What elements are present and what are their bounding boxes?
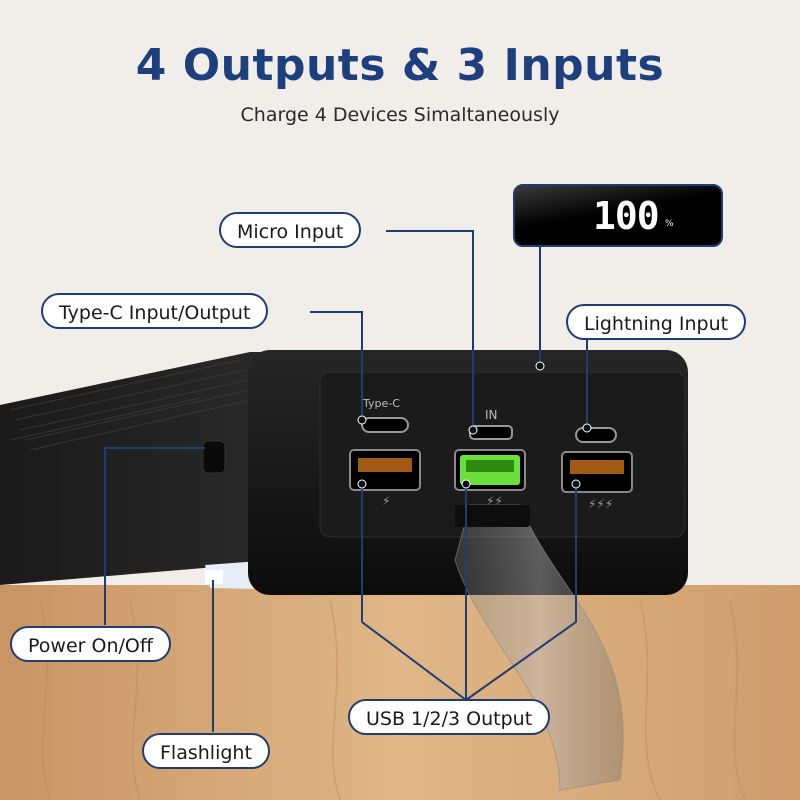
battery-display: 100 % <box>513 184 723 247</box>
leader-usb-1 <box>361 484 467 701</box>
leader-typec <box>310 311 363 420</box>
lightning-port <box>575 427 617 443</box>
callout-typec-input-output: Type-C Input/Output <box>41 293 269 329</box>
subheadline: Charge 4 Devices Simaltaneously <box>240 104 560 126</box>
callout-power-on-off: Power On/Off <box>10 626 171 662</box>
svg-text:⚡: ⚡ <box>382 494 390 508</box>
svg-text:⚡⚡⚡: ⚡⚡⚡ <box>588 497 613 511</box>
power-bank-side <box>0 352 300 585</box>
percent-sign: % <box>665 219 674 229</box>
typec-port <box>361 417 409 433</box>
leader-power <box>104 447 205 625</box>
callout-flashlight: Flashlight <box>142 733 270 769</box>
wooden-table <box>0 585 800 800</box>
leader-usb-3 <box>465 484 577 701</box>
headline: 4 Outputs & 3 Inputs <box>135 40 665 91</box>
in-engraving: IN <box>485 408 498 422</box>
callout-micro-input: Micro Input <box>219 212 362 248</box>
callout-lightning-input: Lightning Input <box>566 304 747 340</box>
callout-usb-output: USB 1/2/3 Output <box>348 699 551 735</box>
leader-micro <box>386 230 474 430</box>
typec-engraving: Type-C <box>362 397 400 410</box>
battery-percent: 100 <box>593 194 660 238</box>
power-button <box>202 440 226 474</box>
